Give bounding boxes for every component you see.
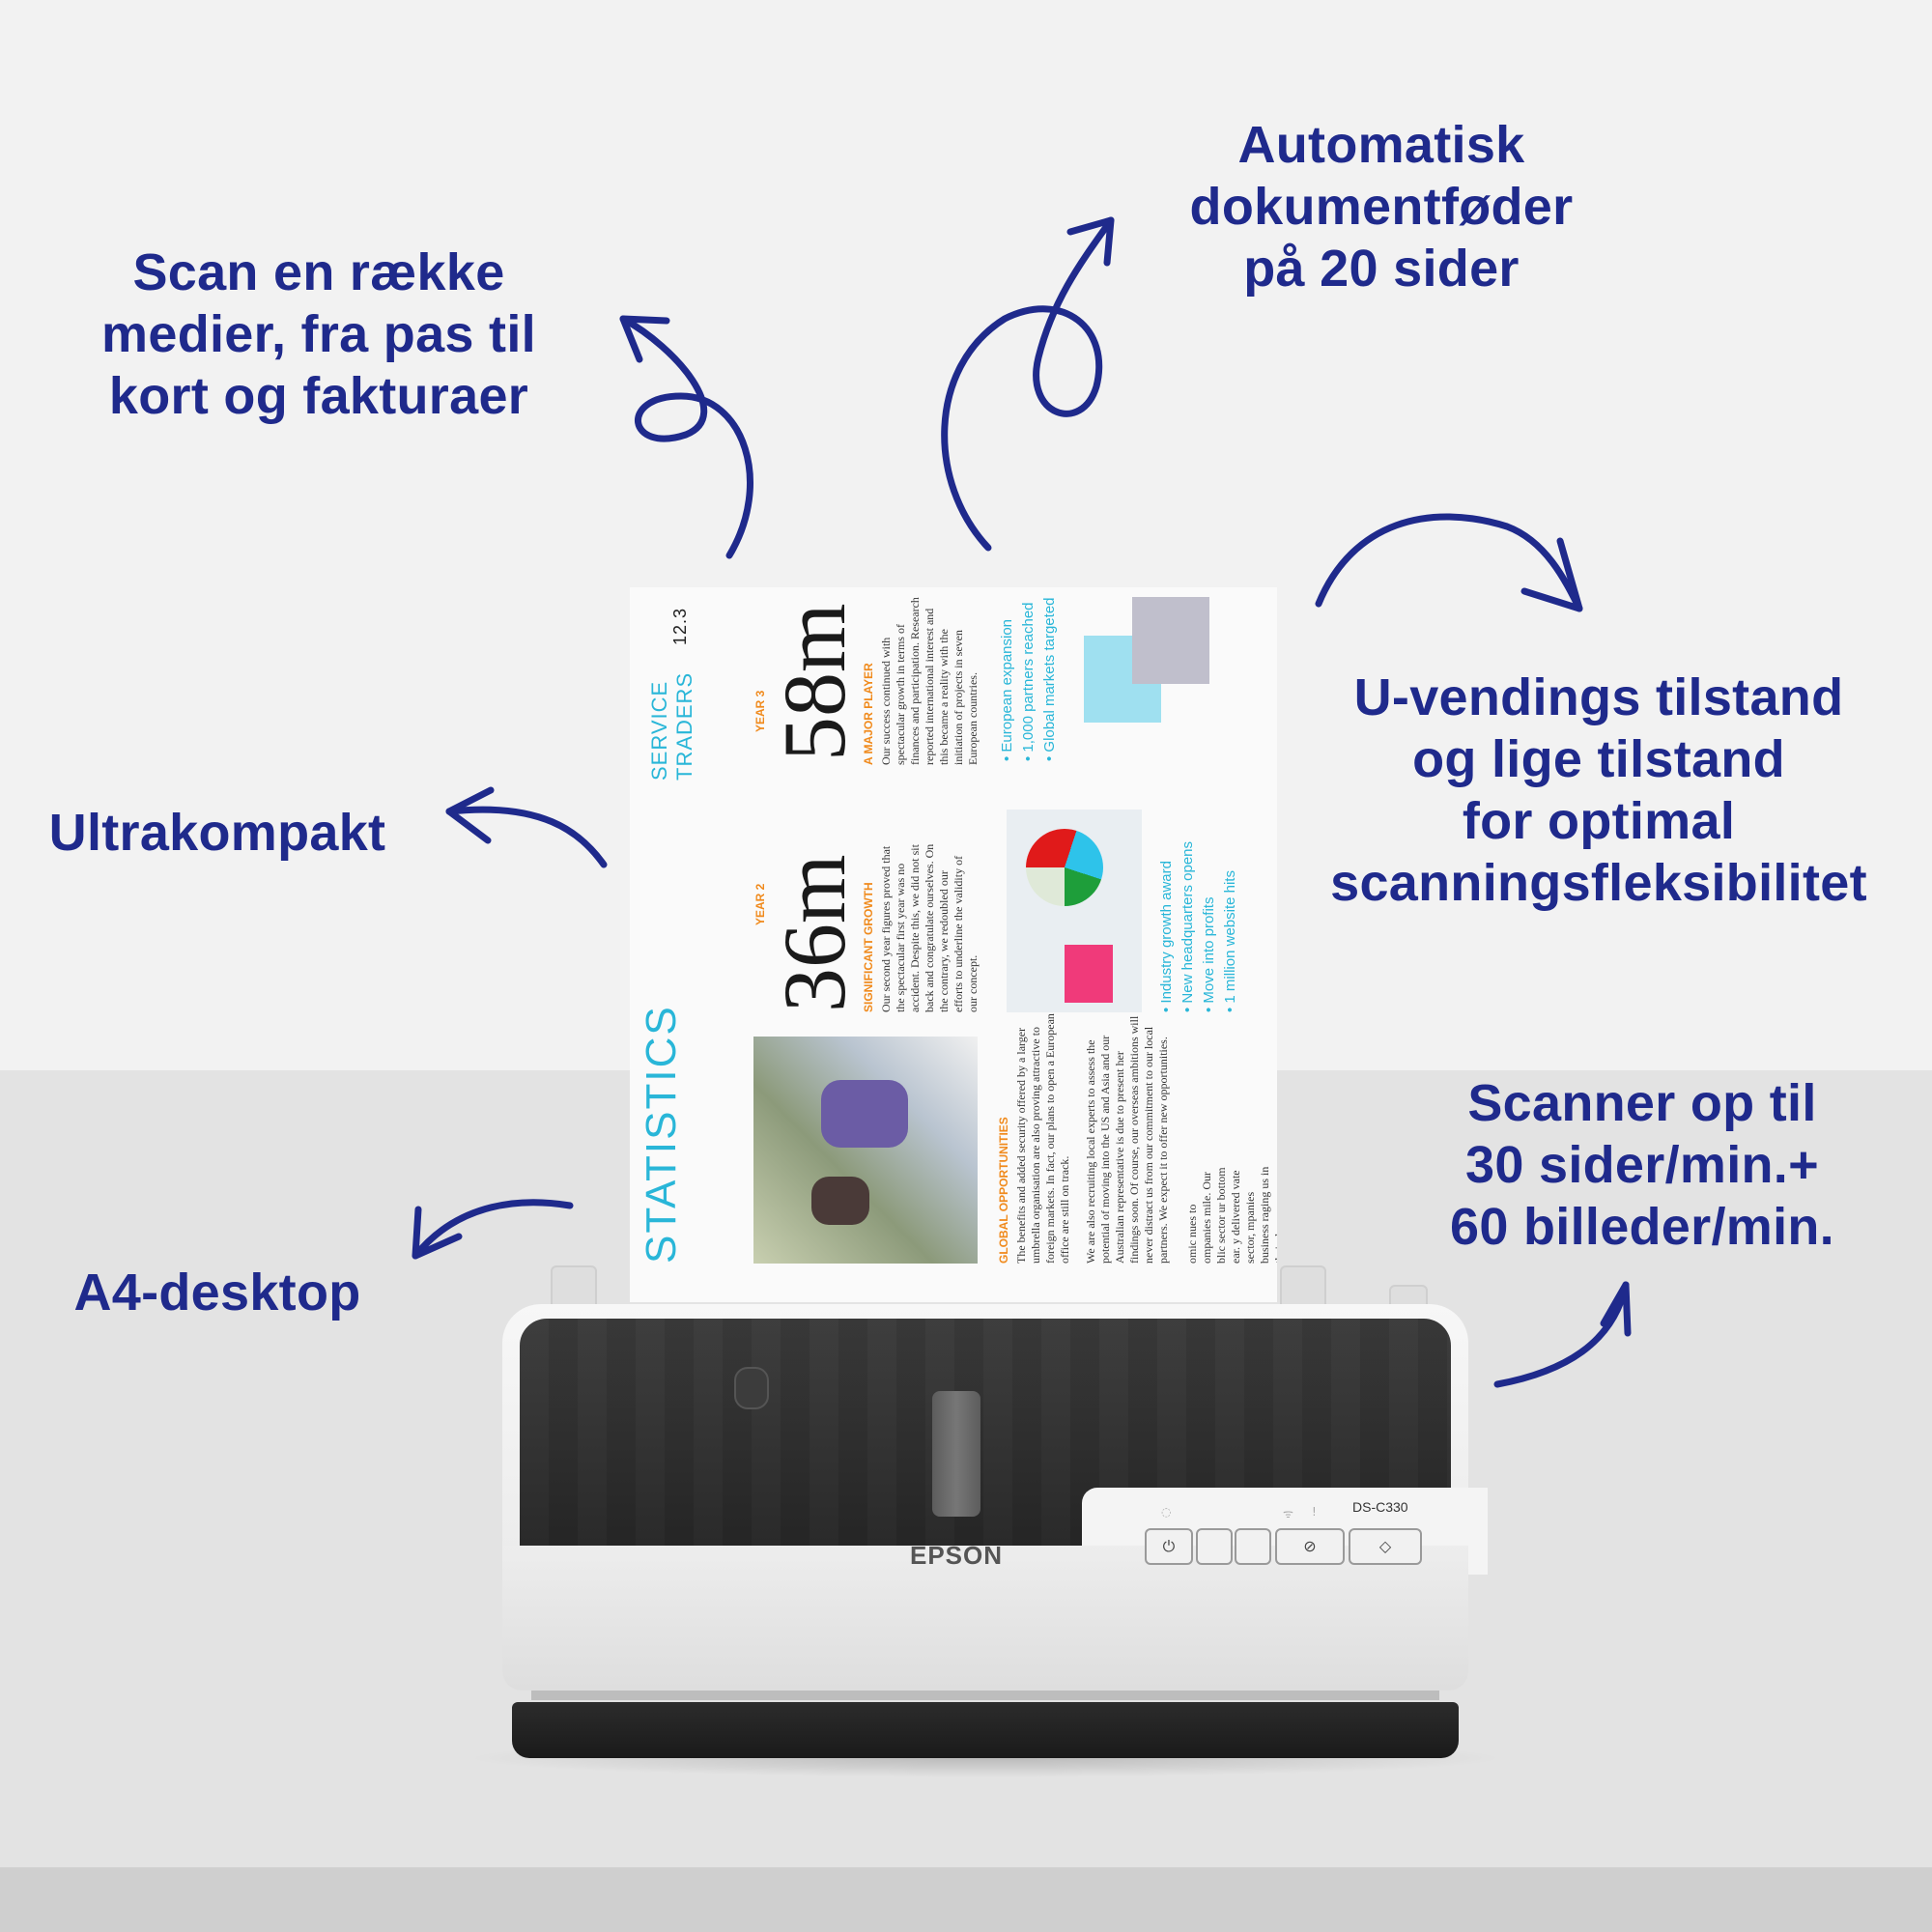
scanner: EPSON DS-C330 ◌ ᯤ ! ⏻ ⊘ ◇ bbox=[502, 1265, 1488, 1758]
model-label: DS-C330 bbox=[1352, 1499, 1408, 1515]
callout-modes: U-vendings tilstand og lige tilstand for… bbox=[1294, 667, 1903, 914]
status-led-icon: ◌ bbox=[1161, 1505, 1172, 1519]
callout-desktop: A4-desktop bbox=[39, 1262, 396, 1323]
doc-photo-person bbox=[811, 1177, 869, 1225]
doc-statistics-title: STATISTICS bbox=[638, 1005, 685, 1264]
output-tray bbox=[512, 1702, 1459, 1758]
brand-logo: EPSON bbox=[909, 1541, 1004, 1570]
doc-photo-person bbox=[821, 1080, 908, 1148]
doc-growth-heading: SIGNIFICANT GROWTH bbox=[862, 882, 875, 1012]
doc-global-heading: GLOBAL OPPORTUNITIES bbox=[997, 1117, 1010, 1264]
callout-compact-line: Ultrakompakt bbox=[48, 804, 386, 862]
callout-media-line: kort og fakturaer bbox=[108, 367, 529, 425]
start-button[interactable]: ◇ bbox=[1349, 1528, 1422, 1565]
callout-modes-line: U-vendings tilstand bbox=[1353, 668, 1844, 726]
callout-media: Scan en række medier, fra pas til kort o… bbox=[58, 242, 580, 427]
callout-feeder-line: Automatisk bbox=[1237, 116, 1525, 174]
doc-list-a: European expansion 1,000 partners reache… bbox=[997, 597, 1061, 761]
doc-growth-text: Our second year figures proved that the … bbox=[879, 843, 980, 1012]
callout-media-line: Scan en række bbox=[132, 243, 505, 301]
arrow-feeder-icon bbox=[941, 216, 1115, 552]
doc-sticky-note bbox=[1065, 945, 1113, 1003]
doc-list-item: Industry growth award bbox=[1156, 810, 1178, 1012]
document-content: SERVICE TRADERS 12.3 YEAR 3 58m A MAJOR … bbox=[630, 587, 1277, 1302]
callout-modes-line: og lige tilstand bbox=[1412, 730, 1785, 788]
scanner-lever[interactable] bbox=[734, 1367, 769, 1409]
wifi-led-icon: ᯤ bbox=[1283, 1507, 1293, 1520]
document-page: SERVICE TRADERS 12.3 YEAR 3 58m A MAJOR … bbox=[630, 587, 1277, 1302]
doc-player-text: Our success continued with spectacular g… bbox=[879, 597, 980, 765]
scanned-document: SERVICE TRADERS 12.3 YEAR 3 58m A MAJOR … bbox=[630, 587, 1277, 1302]
doc-year2-value: 36m bbox=[765, 854, 864, 1012]
error-led-icon: ! bbox=[1312, 1505, 1317, 1519]
callout-compact: Ultrakompakt bbox=[19, 802, 415, 864]
doc-partial-text: omic nues to ompanies mile. Our blic sec… bbox=[1185, 1166, 1277, 1264]
callout-media-line: medier, fra pas til bbox=[101, 305, 536, 363]
arrow-compact-icon bbox=[445, 786, 608, 868]
doc-list-item: Move into profits bbox=[1199, 810, 1220, 1012]
doc-chart-photo bbox=[1007, 810, 1142, 1012]
doc-player-heading: A MAJOR PLAYER bbox=[862, 663, 875, 765]
function-button-2[interactable] bbox=[1235, 1528, 1271, 1565]
doc-list-item: 1 million website hits bbox=[1220, 810, 1241, 1012]
arrow-media-icon bbox=[619, 315, 753, 559]
doc-year3-value: 58m bbox=[765, 603, 864, 761]
doc-pie-chart-icon bbox=[1026, 829, 1103, 906]
callout-modes-line: scanningsfleksibilitet bbox=[1330, 854, 1867, 912]
callout-modes-line: for optimal bbox=[1462, 792, 1736, 850]
doc-list-item: European expansion bbox=[997, 597, 1018, 761]
scanner-feed-handle[interactable] bbox=[932, 1391, 980, 1517]
callout-desktop-line: A4-desktop bbox=[73, 1264, 361, 1321]
doc-list-item: New headquarters opens bbox=[1178, 810, 1199, 1012]
callout-speed-line: 60 billeder/min. bbox=[1450, 1198, 1834, 1256]
doc-list-b: Industry growth award New headquarters o… bbox=[1156, 810, 1241, 1012]
doc-list-item: Global markets targeted bbox=[1039, 597, 1061, 761]
power-icon: ⏻ bbox=[1162, 1537, 1176, 1555]
power-button[interactable]: ⏻ bbox=[1145, 1528, 1193, 1565]
doc-global-text-2: We are also recruiting local experts to … bbox=[1084, 1015, 1170, 1264]
arrow-desktop-icon bbox=[412, 1199, 574, 1260]
doc-global-text-1: The benefits and added security offered … bbox=[1014, 1013, 1071, 1264]
background-bottom-strip bbox=[0, 1867, 1932, 1932]
callout-feeder: Automatisk dokumentføder på 20 sider bbox=[1121, 114, 1642, 299]
callout-feeder-line: dokumentføder bbox=[1189, 178, 1574, 236]
doc-office-photo bbox=[753, 1037, 978, 1264]
stop-button[interactable]: ⊘ bbox=[1275, 1528, 1345, 1565]
callout-speed-line: 30 sider/min.+ bbox=[1465, 1136, 1819, 1194]
function-button-1[interactable] bbox=[1196, 1528, 1233, 1565]
stop-icon: ⊘ bbox=[1303, 1537, 1317, 1555]
doc-list-item: 1,000 partners reached bbox=[1018, 597, 1039, 761]
callout-feeder-line: på 20 sider bbox=[1243, 240, 1520, 298]
output-slot bbox=[531, 1690, 1439, 1700]
start-icon: ◇ bbox=[1378, 1537, 1392, 1555]
arrow-speed-icon bbox=[1493, 1281, 1632, 1388]
callout-speed-line: Scanner op til bbox=[1467, 1074, 1817, 1132]
arrow-modes-icon bbox=[1315, 513, 1583, 612]
doc-logo-shape bbox=[1132, 597, 1209, 684]
doc-issue: 12.3 bbox=[670, 607, 690, 645]
callout-speed: Scanner op til 30 sider/min.+ 60 billede… bbox=[1410, 1072, 1874, 1258]
scanner-front bbox=[502, 1546, 1468, 1690]
